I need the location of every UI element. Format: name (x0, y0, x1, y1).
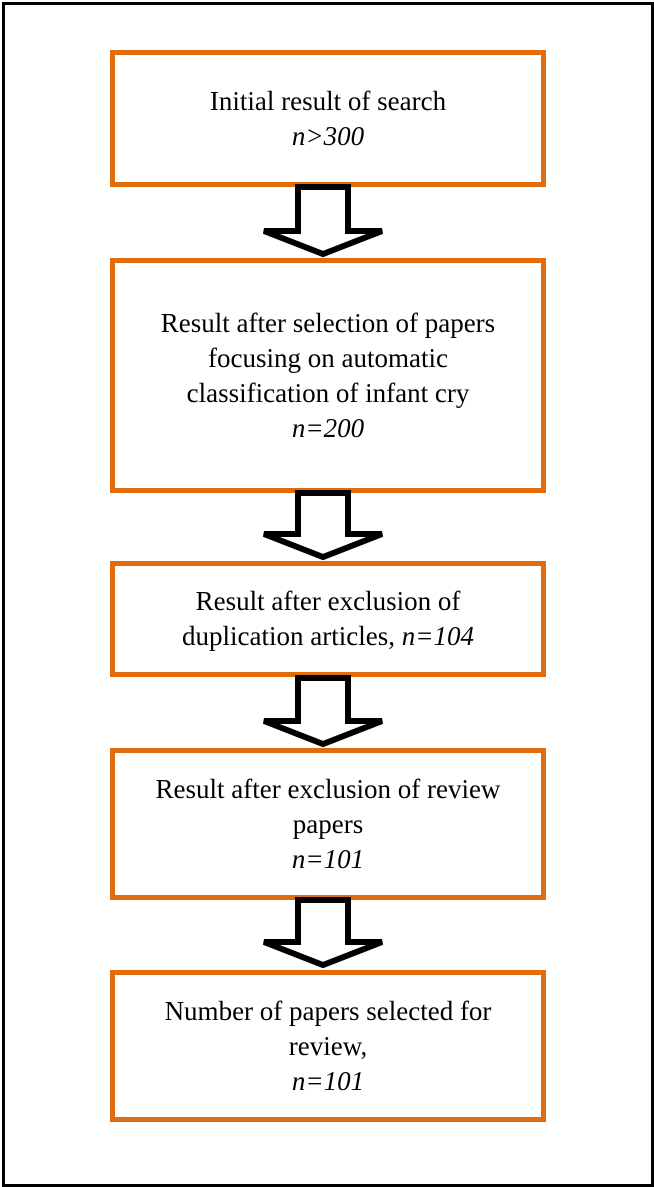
step-count: n=104 (401, 621, 474, 651)
step-text: duplication articles, (182, 621, 402, 651)
down-arrow-2 (262, 490, 384, 561)
step-box-selection: Result after selection of papers focusin… (110, 258, 546, 493)
down-arrow-3 (262, 675, 384, 748)
step-box-final-selection: Number of papers selected for review, n=… (110, 970, 546, 1122)
step-box-reviews-excluded: Result after exclusion of review papers … (110, 748, 546, 900)
step-text: focusing on automatic (208, 342, 448, 373)
step-count: n=101 (291, 843, 365, 874)
step-text: classification of infant cry (186, 377, 470, 408)
step-text: Result after selection of papers (160, 307, 496, 338)
step-text: papers (292, 808, 364, 839)
step-box-initial-search: Initial result of search n>300 (110, 50, 546, 187)
step-text: review, (288, 1030, 368, 1061)
step-text: Result after exclusion of (195, 586, 461, 616)
step-count: n=101 (291, 1065, 365, 1096)
down-arrow-4 (262, 897, 384, 969)
down-arrow-1 (262, 184, 384, 258)
step-count: n=200 (291, 412, 365, 443)
step-text: Initial result of search (209, 85, 447, 116)
step-text: Result after exclusion of review (155, 773, 501, 804)
step-line-with-count: duplication articles, n=104 (182, 619, 474, 654)
step-text: Number of papers selected for (164, 995, 492, 1026)
step-box-duplicates-excluded: Result after exclusion of duplication ar… (110, 561, 546, 677)
step-count: n>300 (291, 120, 365, 151)
